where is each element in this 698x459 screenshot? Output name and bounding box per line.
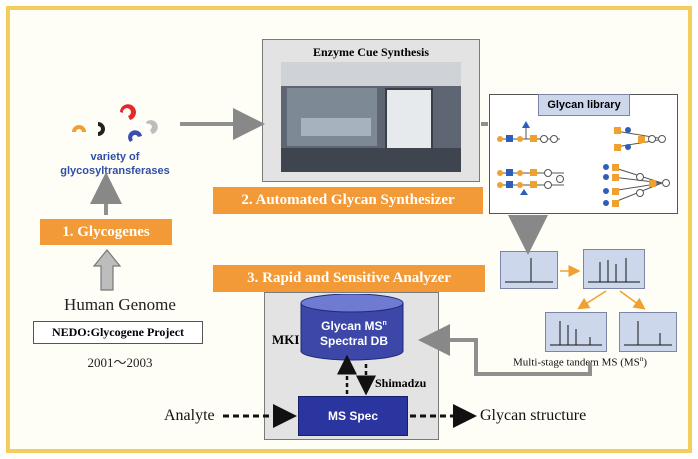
arrow-tandem-to-db — [418, 324, 592, 376]
synthesizer-photo — [281, 62, 461, 172]
grey-enzyme-icon — [146, 120, 158, 134]
arrow-ms2-to-ms3 — [577, 290, 607, 310]
tandem-caption-close: ) — [643, 356, 647, 369]
photo-floor — [281, 148, 461, 172]
arrow-ms2-to-ms4 — [619, 290, 646, 310]
arrows-layer — [90, 108, 646, 428]
tandem-ms-caption: Multi-stage tandem MS (MSn) — [513, 355, 697, 369]
glycan-library-panel: Glycan library — [489, 94, 678, 214]
photo-ceiling — [281, 62, 461, 86]
glycogenes-label: 1. Glycogenes — [40, 219, 172, 245]
shimadzu-label: Shimadzu — [375, 376, 427, 390]
ms-spec-box: MS Spec — [298, 396, 408, 436]
project-years: 2001〜2003 — [87, 355, 153, 370]
spectral-db-label: Glycan MSn Spectral DB — [302, 316, 406, 349]
photo-robot-arm — [301, 118, 371, 136]
glycan-structure-2 — [614, 127, 666, 151]
glycosyltransferase-icons — [72, 104, 158, 142]
db-superscript: n — [382, 320, 387, 327]
caption-line-2: glycosyltransferases — [60, 165, 170, 177]
glycan-structures — [497, 121, 670, 207]
glycan-structure-3 — [497, 169, 564, 195]
analyte-label: Analyte — [164, 407, 215, 424]
tandem-caption-superscript: n — [639, 355, 644, 363]
human-genome-label: Human Genome — [64, 295, 176, 314]
orange-enzyme-icon — [72, 125, 86, 132]
mki-label: MKI — [272, 332, 300, 347]
analyzer-label: 3. Rapid and Sensitive Analyzer — [213, 265, 485, 292]
diagram-frame: variety of glycosyltransferases 1. Glyco… — [6, 6, 692, 453]
glycan-library-title: Glycan library — [538, 94, 630, 116]
caption-line-1: variety of — [90, 151, 140, 163]
photo-lab-bench — [287, 88, 377, 146]
ms-spectrum-2 — [583, 249, 645, 289]
db-name: Glycan MS — [321, 319, 383, 333]
glycan-structure-4 — [603, 164, 670, 207]
genome-to-glycogenes-arrow — [92, 249, 122, 291]
synthesizer-label: 2. Automated Glycan Synthesizer — [213, 187, 483, 214]
blue-enzyme-icon — [128, 130, 142, 142]
spectrum-3-plot — [550, 321, 602, 346]
db-line-2: Spectral DB — [319, 334, 389, 348]
glycosyltransferase-caption: variety of glycosyltransferases — [40, 150, 190, 178]
glycan-structure-1 — [497, 121, 560, 143]
ms-spectrum-4 — [619, 312, 677, 352]
spectrum-2-plot — [588, 258, 640, 283]
photo-title: Enzyme Cue Synthesis — [312, 45, 429, 59]
nedo-project-box: NEDO:Glycogene Project — [33, 321, 203, 344]
red-enzyme-icon — [120, 104, 136, 120]
tandem-caption-text: Multi-stage tandem MS (MS — [513, 356, 640, 369]
ms-spectrum-3 — [545, 312, 607, 352]
dark-enzyme-icon — [98, 122, 105, 136]
glycan-structure-label: Glycan structure — [480, 407, 587, 424]
spectrum-1-plot — [505, 258, 553, 283]
db-line-1: Glycan MSn — [302, 316, 406, 334]
spectral-db-cylinder — [300, 294, 404, 361]
synthesizer-photo-panel: Enzyme Cue Synthesis — [262, 39, 480, 182]
spectrum-4-plot — [624, 321, 672, 346]
photo-cabinet — [385, 88, 433, 158]
